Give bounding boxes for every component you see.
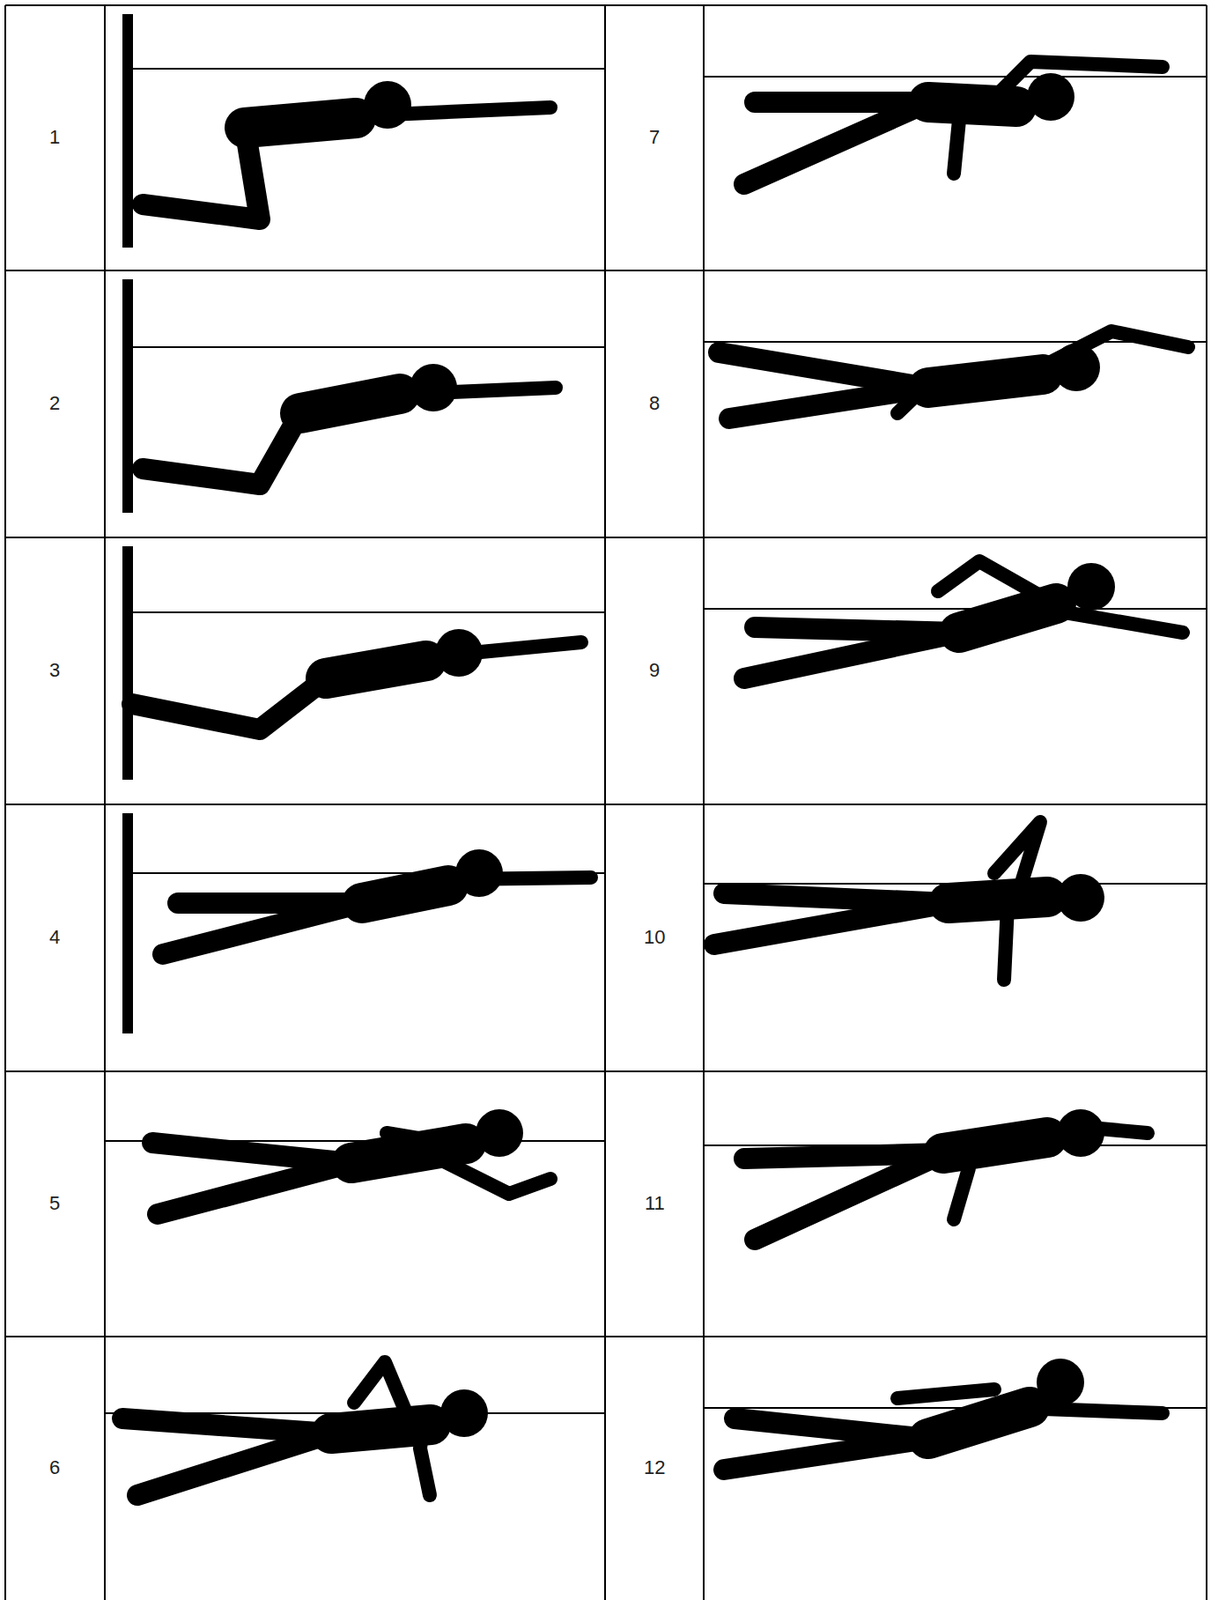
swimmer-arm bbox=[937, 561, 1051, 602]
grid-line bbox=[5, 1335, 1207, 1337]
grid-line bbox=[103, 5, 106, 1600]
water-line bbox=[126, 611, 606, 613]
swimmer-arm bbox=[408, 387, 556, 394]
swimmer-figure bbox=[104, 1361, 606, 1495]
swimmer-arm bbox=[452, 877, 591, 879]
swimmer-figure bbox=[703, 821, 1207, 980]
swimmer-legs bbox=[132, 678, 326, 730]
swimmer-torso bbox=[300, 393, 400, 414]
swimmer-arm bbox=[386, 1132, 440, 1142]
swimmer-arm bbox=[897, 393, 918, 414]
row-number: 9 bbox=[649, 658, 660, 682]
swimmer-arm bbox=[354, 1361, 411, 1423]
grid-line bbox=[5, 536, 1207, 539]
swimmer-arm bbox=[435, 642, 582, 657]
pool-wall bbox=[122, 812, 133, 1034]
swimmer-figure bbox=[122, 812, 606, 1034]
swimmer-arm bbox=[953, 1167, 969, 1219]
swimmer-leg bbox=[754, 1152, 944, 1240]
swimmer-arm bbox=[1070, 1125, 1148, 1133]
swimmer-figure bbox=[703, 1108, 1207, 1240]
row-number: 2 bbox=[49, 391, 60, 415]
swimmer-leg bbox=[122, 1417, 332, 1433]
grid-line bbox=[1205, 5, 1208, 1600]
swimmer-figure bbox=[122, 546, 606, 780]
row-number: 3 bbox=[49, 658, 60, 682]
table-grid bbox=[5, 5, 1207, 1600]
swimmer-figure bbox=[703, 331, 1207, 419]
swimmer-head bbox=[475, 1108, 524, 1157]
swimmer-head bbox=[1056, 873, 1105, 922]
swimmer-figure bbox=[122, 14, 606, 248]
swimmer-torso bbox=[361, 885, 449, 903]
swimmer-arm bbox=[994, 821, 1041, 888]
grid-line bbox=[5, 1070, 1207, 1072]
swimmer-figure bbox=[104, 1108, 606, 1214]
swimmer-leg bbox=[714, 902, 949, 945]
grid-line bbox=[604, 5, 606, 1600]
row-number: 10 bbox=[643, 925, 665, 949]
swimmer-arm bbox=[897, 1388, 995, 1398]
swimmer-arm bbox=[979, 61, 1163, 113]
swimmer-arm bbox=[953, 119, 960, 174]
row-number: 1 bbox=[49, 125, 60, 149]
grid-line bbox=[702, 5, 705, 1600]
row-number: 6 bbox=[49, 1455, 60, 1479]
swimmer-arm bbox=[1004, 905, 1008, 980]
grid-line bbox=[5, 4, 1207, 7]
swimmer-leg bbox=[729, 387, 929, 419]
swimmer-leg bbox=[137, 1432, 332, 1495]
pool-wall bbox=[122, 546, 133, 780]
row-number: 4 bbox=[49, 925, 60, 949]
row-number: 8 bbox=[649, 391, 660, 415]
swimmer-arm bbox=[1019, 1407, 1163, 1413]
swimmer-torso bbox=[928, 102, 1017, 107]
pool-wall bbox=[122, 14, 133, 248]
swimmer-figure bbox=[122, 279, 606, 513]
water-line bbox=[126, 346, 606, 348]
swimmer-arm bbox=[420, 1432, 430, 1495]
water-line bbox=[703, 75, 1207, 78]
grid-line bbox=[5, 803, 1207, 805]
swimmer-leg bbox=[157, 1162, 352, 1214]
water-line bbox=[126, 67, 606, 70]
swimmer-head bbox=[1067, 562, 1116, 611]
swimmer-arm bbox=[1064, 612, 1183, 633]
swimmer-figure bbox=[703, 1358, 1207, 1470]
row-number: 11 bbox=[644, 1191, 665, 1215]
swimmer-arm bbox=[369, 107, 551, 116]
grid-line bbox=[4, 5, 7, 1600]
swimmer-head bbox=[1026, 73, 1075, 121]
swimmer-leg bbox=[744, 102, 929, 185]
row-number: 7 bbox=[649, 125, 660, 149]
row-number: 5 bbox=[49, 1191, 60, 1215]
swimmer-torso bbox=[948, 896, 1048, 903]
swimmer-arm bbox=[1019, 331, 1189, 378]
swimmer-arm bbox=[428, 1152, 551, 1194]
swimmer-torso bbox=[943, 1137, 1048, 1153]
swimmer-head bbox=[440, 1388, 488, 1437]
row-number: 12 bbox=[643, 1455, 665, 1479]
grid-line bbox=[5, 269, 1207, 272]
swimmer-figure bbox=[703, 61, 1207, 185]
swimmer-leg bbox=[723, 1438, 929, 1470]
swimmer-head bbox=[1036, 1358, 1085, 1406]
swimmer-torso bbox=[244, 118, 356, 128]
swimmer-legs bbox=[142, 413, 301, 485]
pool-wall bbox=[122, 279, 133, 513]
swimmer-leg bbox=[744, 632, 960, 679]
swimmer-leg bbox=[162, 902, 362, 954]
swimmer-torso bbox=[959, 603, 1056, 633]
swimmer-figure bbox=[703, 561, 1207, 679]
water-line bbox=[703, 607, 1207, 610]
swimmer-torso bbox=[325, 660, 427, 679]
